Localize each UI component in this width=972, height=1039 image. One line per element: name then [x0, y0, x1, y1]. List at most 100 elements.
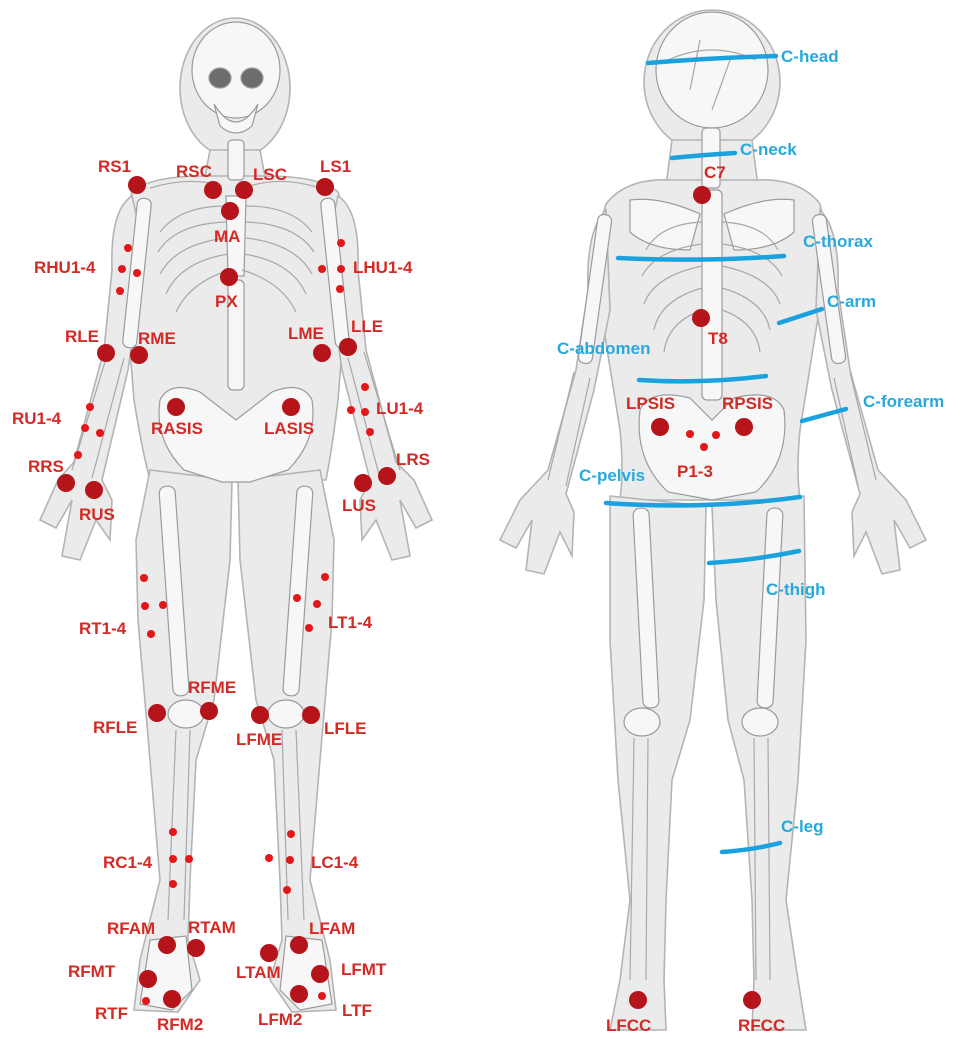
label-c-thigh: C-thigh [766, 580, 825, 599]
label-lus: LUS [342, 496, 376, 515]
marker-ru-1 [86, 403, 94, 411]
marker-ma [221, 202, 239, 220]
label-rme: RME [138, 329, 176, 348]
marker-ru-2 [81, 424, 89, 432]
marker-lc-2 [265, 854, 273, 862]
marker-rfme [200, 702, 218, 720]
marker-px [220, 268, 238, 286]
marker-rpsis [735, 418, 753, 436]
marker-rtf [142, 997, 150, 1005]
label-c-head: C-head [781, 47, 839, 66]
label-rc: RC1-4 [103, 853, 153, 872]
label-lpsis: LPSIS [626, 394, 675, 413]
marker-lus [354, 474, 372, 492]
marker-rhu-2 [118, 265, 126, 273]
label-rt: RT1-4 [79, 619, 127, 638]
label-lrs: LRS [396, 450, 430, 469]
label-lfle: LFLE [324, 719, 367, 738]
marker-rt-1 [140, 574, 148, 582]
label-lme: LME [288, 324, 324, 343]
label-lt: LT1-4 [328, 613, 373, 632]
label-ltam: LTAM [236, 963, 281, 982]
marker-lme [313, 344, 331, 362]
label-lu: LU1-4 [376, 399, 424, 418]
marker-lle [339, 338, 357, 356]
label-c-pelvis: C-pelvis [579, 466, 645, 485]
label-c-neck: C-neck [740, 140, 797, 159]
marker-rus [85, 481, 103, 499]
marker-rasis [167, 398, 185, 416]
label-rhu: RHU1-4 [34, 258, 96, 277]
label-rrs: RRS [28, 457, 64, 476]
marker-lu-2 [347, 406, 355, 414]
label-ltf: LTF [342, 1001, 372, 1020]
marker-rt-2 [141, 602, 149, 610]
marker-rs1 [128, 176, 146, 194]
label-rle: RLE [65, 327, 99, 346]
marker-lc-1 [287, 830, 295, 838]
marker-p2 [712, 431, 720, 439]
front-figure: RS1 RSC LSC LS1 MA PX RHU1-4 LHU1-4 RLE … [12, 18, 432, 1034]
back-skeleton [548, 12, 876, 980]
marker-lfmt [311, 965, 329, 983]
label-rfm2: RFM2 [157, 1015, 203, 1034]
marker-lt-1 [321, 573, 329, 581]
marker-lt-4 [305, 624, 313, 632]
marker-ltf [318, 992, 326, 1000]
label-lfme: LFME [236, 730, 282, 749]
marker-lhu-3 [337, 265, 345, 273]
label-lhu: LHU1-4 [353, 258, 413, 277]
label-p13: P1-3 [677, 462, 713, 481]
label-lfm2: LFM2 [258, 1010, 302, 1029]
label-ls1: LS1 [320, 157, 351, 176]
marker-t8 [692, 309, 710, 327]
marker-rfle [148, 704, 166, 722]
marker-rrs [57, 474, 75, 492]
label-rsc: RSC [176, 162, 212, 181]
back-figure: C7 T8 LPSIS RPSIS P1-3 LFCC RFCC C-head … [500, 10, 944, 1035]
marker-lfle [302, 706, 320, 724]
label-px: PX [215, 292, 238, 311]
label-lfam: LFAM [309, 919, 355, 938]
label-t8: T8 [708, 329, 728, 348]
marker-lfcc [629, 991, 647, 1009]
marker-lsc [235, 181, 253, 199]
marker-p1 [686, 430, 694, 438]
marker-p3 [700, 443, 708, 451]
marker-ru-4 [74, 451, 82, 459]
marker-lfm2 [290, 985, 308, 1003]
label-c-thorax: C-thorax [803, 232, 873, 251]
label-rfmt: RFMT [68, 962, 116, 981]
label-c-forearm: C-forearm [863, 392, 944, 411]
marker-lt-3 [313, 600, 321, 608]
label-rasis: RASIS [151, 419, 203, 438]
marker-lfam [290, 936, 308, 954]
label-ma: MA [214, 227, 240, 246]
marker-ls1 [316, 178, 334, 196]
label-c-abdomen: C-abdomen [557, 339, 651, 358]
label-rs1: RS1 [98, 157, 131, 176]
marker-rt-3 [159, 601, 167, 609]
marker-ru-3 [96, 429, 104, 437]
label-rfme: RFME [188, 678, 236, 697]
label-rus: RUS [79, 505, 115, 524]
label-rtf: RTF [95, 1004, 128, 1023]
marker-lhu-4 [336, 285, 344, 293]
marker-lu-4 [366, 428, 374, 436]
marker-lhu-2 [318, 265, 326, 273]
marker-rhu-4 [116, 287, 124, 295]
marker-rhu-3 [133, 269, 141, 277]
label-c7: C7 [704, 163, 726, 182]
marker-lasis [282, 398, 300, 416]
marker-c7 [693, 186, 711, 204]
marker-rle [97, 344, 115, 362]
label-c-leg: C-leg [781, 817, 824, 836]
marker-rfam [158, 936, 176, 954]
label-lc: LC1-4 [311, 853, 359, 872]
marker-rfm2 [163, 990, 181, 1008]
marker-rme [130, 346, 148, 364]
marker-rfcc [743, 991, 761, 1009]
marker-ltam [260, 944, 278, 962]
label-rfle: RFLE [93, 718, 137, 737]
marker-lu-3 [361, 408, 369, 416]
